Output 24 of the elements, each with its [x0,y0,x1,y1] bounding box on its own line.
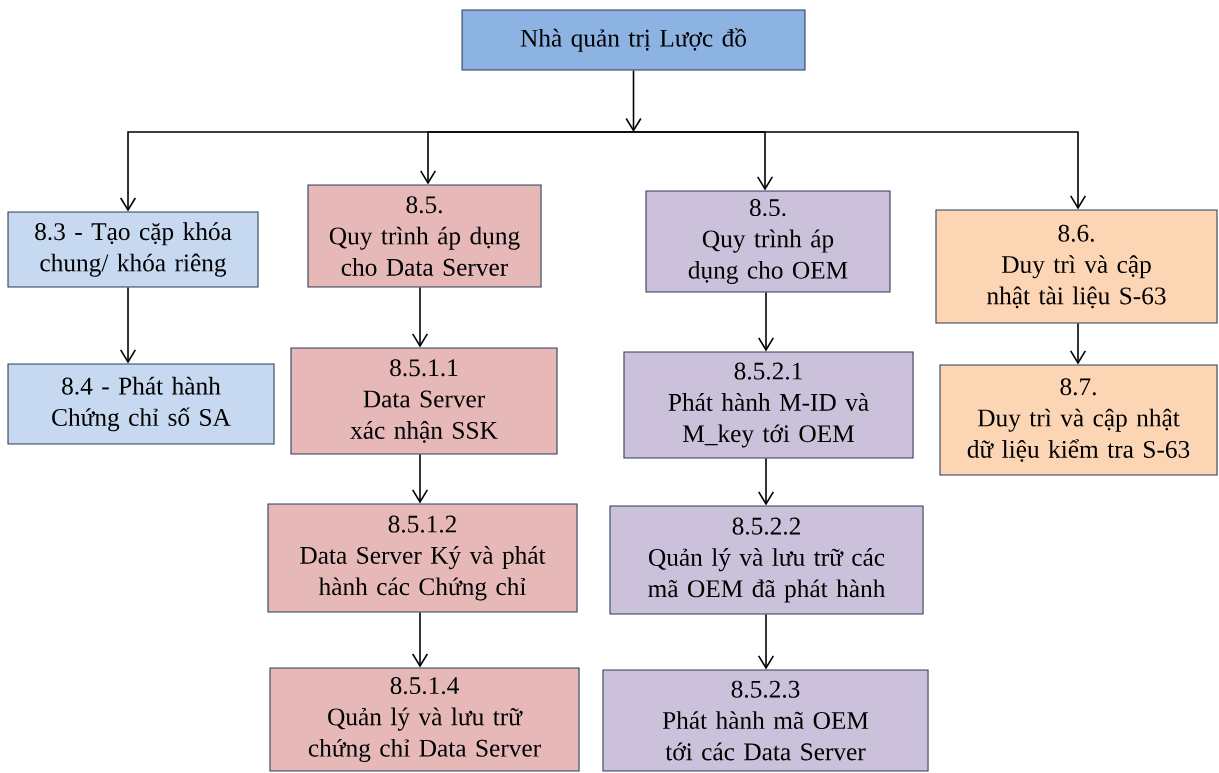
process-box: 8.5.2.3 Phát hành mã OEM tới các Data Server [602,669,929,772]
arrow [411,286,429,348]
arrow [757,613,775,670]
process-box: 8.5. Quy trình áp dụng cho Data Server [307,184,542,288]
process-box: 8.5.2.1 Phát hành M-ID và M_key tới OEM [623,351,914,459]
process-box: 8.6. Duy trì và cập nhật tài liệu S-63 [935,209,1218,324]
arrow [757,291,775,352]
arrow [119,286,137,364]
process-box: 8.5.1.1 Data Server xác nhận SSK [290,347,558,455]
arrow [757,457,775,506]
process-box: 8.5. Quy trình áp dụng cho OEM [645,190,891,293]
process-box: 8.5.1.2 Data Server Ký và phát hành các Chứng chỉ [267,503,578,613]
arrow [1069,322,1087,365]
process-box: Nhà quản trị Lược đồ [461,9,806,71]
arrow [411,611,429,668]
arrow [632,131,1087,210]
arrow [411,453,429,504]
process-box: 8.7. Duy trì và cập nhật dữ liệu kiểm tra S-63 [939,364,1218,476]
process-box: 8.4 - Phát hành Chứng chỉ số SA [7,363,275,445]
process-box: 8.5.1.4 Quản lý và lưu trữ chứng chỉ Data Server [269,667,580,772]
arrow [625,69,642,132]
process-box: 8.5.2.2 Quản lý và lưu trữ các mã OEM đã phát hành [609,505,924,615]
arrow [419,131,635,185]
process-box: 8.3 - Tạo cặp khóa chung/ khóa riêng [7,211,259,288]
